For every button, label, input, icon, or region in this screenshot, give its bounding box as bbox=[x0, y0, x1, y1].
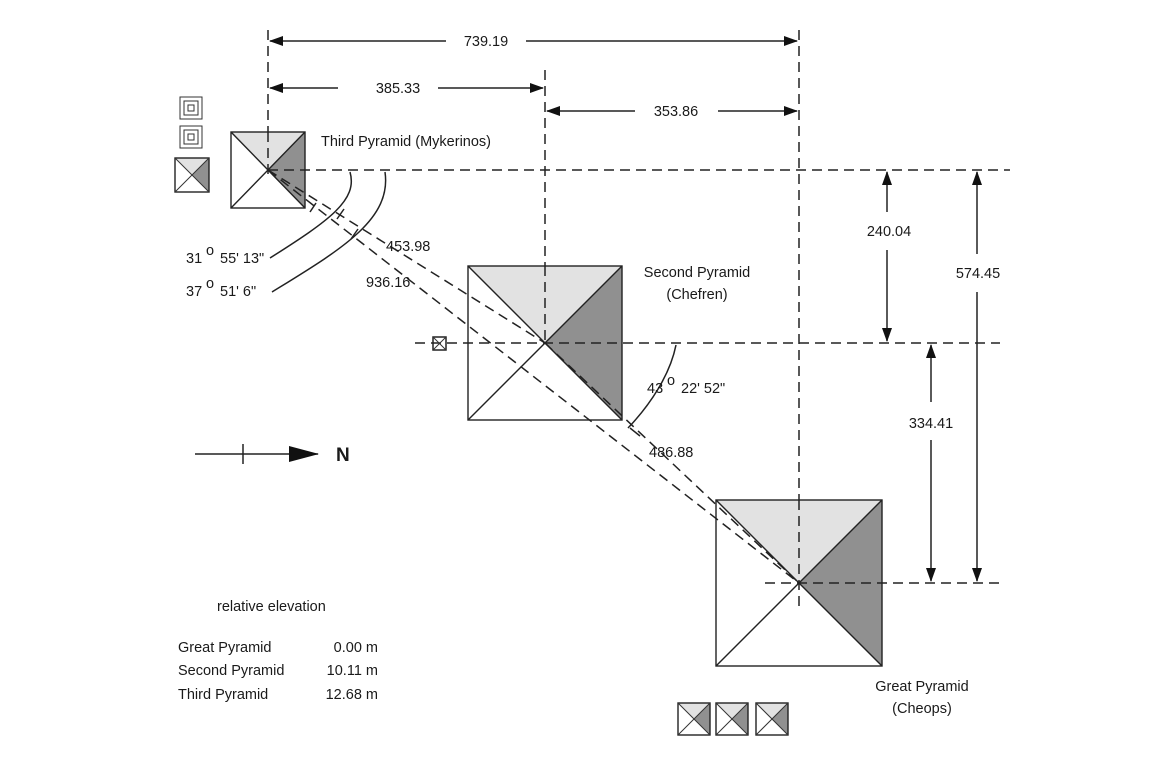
svg-text:51' 6": 51' 6" bbox=[220, 284, 256, 300]
top-dimensions bbox=[269, 36, 798, 116]
pyramid-symbol-icon bbox=[174, 157, 210, 193]
great-pyramid-label-line2: (Cheops) bbox=[892, 701, 952, 717]
elevation-row-name: Second Pyramid bbox=[178, 663, 284, 679]
elevation-row-name: Third Pyramid bbox=[178, 687, 268, 703]
right-dimensions bbox=[882, 171, 982, 582]
great-pyramid-face-left bbox=[716, 500, 799, 666]
third-pyramid-face-left bbox=[231, 132, 268, 208]
svg-text:43: 43 bbox=[647, 381, 663, 397]
third-pyramid-face-bottom bbox=[231, 170, 305, 208]
elevation-table: relative elevation Great Pyramid 0.00 m … bbox=[178, 599, 378, 703]
third-pyramid-label: Third Pyramid (Mykerinos) bbox=[321, 134, 491, 150]
north-label: N bbox=[336, 445, 350, 466]
dim-353-label: 353.86 bbox=[654, 104, 698, 120]
elevation-row-name: Great Pyramid bbox=[178, 640, 271, 656]
pyramid-symbol-icon bbox=[715, 702, 749, 736]
angle-label-1: 31 o 55' 13" bbox=[186, 243, 264, 267]
elevation-row-value: 12.68 m bbox=[326, 687, 378, 703]
elevation-title: relative elevation bbox=[217, 599, 326, 615]
second-pyramid-label-line1: Second Pyramid bbox=[644, 265, 750, 281]
great-pyramid-label-line1: Great Pyramid bbox=[875, 679, 968, 695]
dim-385-label: 385.33 bbox=[376, 81, 420, 97]
pyramid-symbol-icon bbox=[755, 702, 789, 736]
dim-240-label: 240.04 bbox=[867, 224, 911, 240]
svg-text:o: o bbox=[206, 276, 214, 292]
legend-icons-bottom bbox=[677, 702, 789, 736]
second-pyramid-face-bottom bbox=[468, 343, 622, 420]
dim-334-label: 334.41 bbox=[909, 416, 953, 432]
angle-arcs bbox=[269, 171, 677, 437]
svg-text:o: o bbox=[667, 373, 675, 389]
great-pyramid-face-right bbox=[799, 500, 882, 666]
elevation-row-value: 10.11 m bbox=[327, 663, 378, 679]
second-pyramid-face-left bbox=[468, 266, 545, 420]
angle-label-2: 37 o 51' 6" bbox=[186, 276, 256, 300]
pyramid-symbol-icon bbox=[677, 702, 711, 736]
svg-text:37: 37 bbox=[186, 284, 202, 300]
svg-text:55' 13": 55' 13" bbox=[220, 251, 264, 267]
nested-square-icon bbox=[179, 125, 203, 149]
legend-icons-left bbox=[174, 96, 210, 193]
second-pyramid-label-line2: (Chefren) bbox=[666, 287, 727, 303]
north-arrow: N bbox=[195, 444, 350, 466]
dim-574-label: 574.45 bbox=[956, 266, 1000, 282]
svg-text:22' 52": 22' 52" bbox=[681, 381, 725, 397]
nested-square-icon bbox=[179, 96, 203, 120]
elevation-row-value: 0.00 m bbox=[334, 640, 378, 656]
angle-label-3: 43 o 22' 52" bbox=[647, 373, 725, 397]
dim-936-label: 936.16 bbox=[366, 275, 410, 291]
alignment-lines bbox=[267, 30, 1010, 612]
causeway-marker bbox=[432, 336, 447, 351]
svg-text:o: o bbox=[206, 243, 214, 259]
dim-739-label: 739.19 bbox=[464, 34, 508, 50]
svg-text:31: 31 bbox=[186, 251, 202, 267]
dim-453-label: 453.98 bbox=[386, 239, 430, 255]
dim-486-label: 486.88 bbox=[649, 445, 693, 461]
great-pyramid-face-bottom bbox=[716, 583, 882, 666]
